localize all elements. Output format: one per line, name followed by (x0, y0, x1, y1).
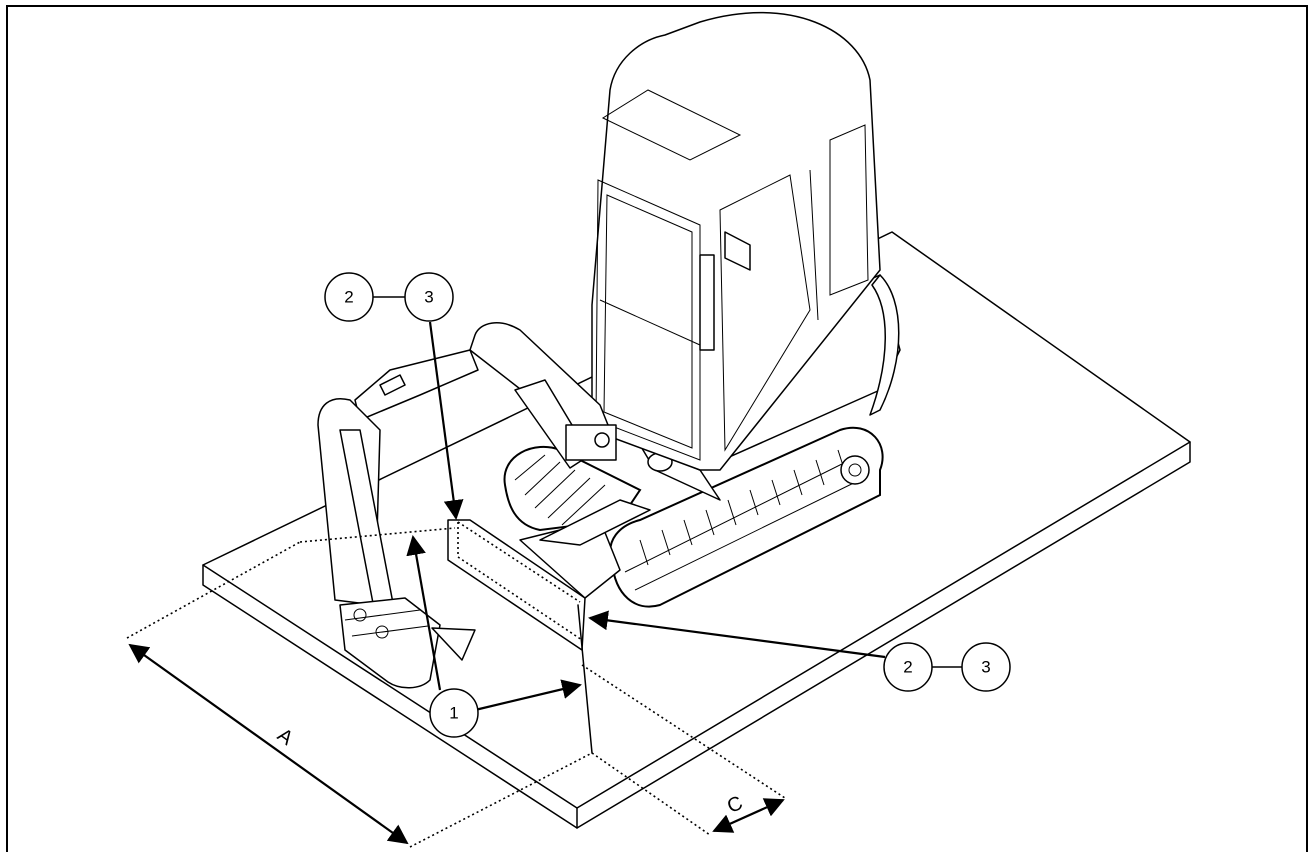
cab (591, 11, 881, 471)
dimension-a-label: A (273, 724, 297, 750)
callout-center: 1 (429, 688, 479, 738)
callout-right-3: 3 (981, 658, 990, 677)
measurement-lines (126, 527, 786, 848)
near-track (609, 426, 884, 608)
boom-and-arm (317, 322, 617, 641)
leader-lines (406, 321, 886, 712)
callout-right: 2 3 (883, 642, 1011, 692)
callout-top-left: 2 3 (324, 272, 454, 322)
border-frame (6, 5, 1308, 852)
callout-right-2: 2 (903, 658, 912, 677)
callout-top-left-2: 2 (344, 288, 353, 307)
dozer-blade (447, 499, 651, 651)
dimension-a: A (128, 643, 409, 845)
dimension-c: C (712, 792, 785, 833)
callout-top-left-3: 3 (424, 288, 433, 307)
bucket (339, 597, 476, 689)
dimension-c-label: C (724, 792, 746, 818)
callout-center-1: 1 (449, 704, 458, 723)
